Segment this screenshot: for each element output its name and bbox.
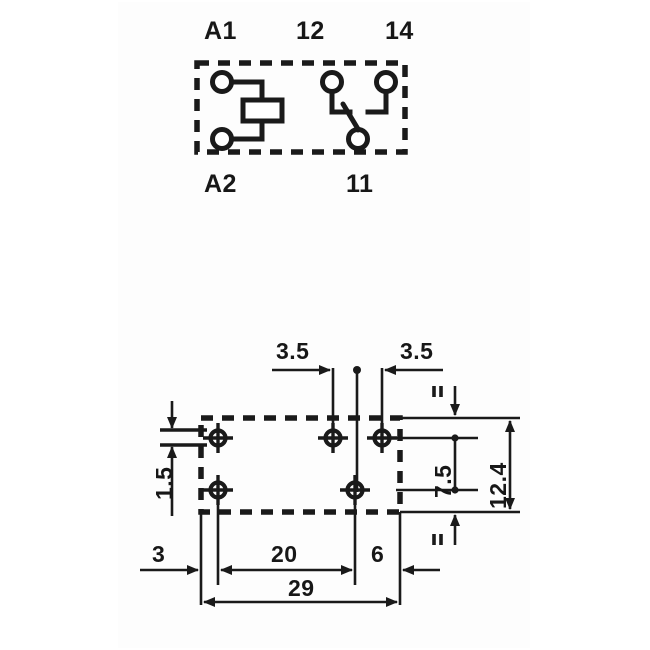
symmetry-mark	[432, 386, 443, 397]
coil-symbol	[210, 70, 285, 151]
dim-label-span-middle: 20	[271, 541, 298, 567]
dim-label-offset-left: 3	[152, 541, 166, 567]
terminal-a2-circle	[210, 127, 234, 151]
dim-label-overall-height: 12.4	[485, 462, 511, 509]
dim-label-pitch-left: 3.5	[276, 338, 310, 364]
pin-hole	[203, 423, 233, 453]
schematic-label-a2: A2	[204, 170, 237, 198]
terminal-a1-circle	[210, 70, 234, 94]
dim-label-overall-width: 29	[288, 575, 315, 601]
symmetry-mark	[432, 534, 443, 545]
contact-12-lead	[329, 89, 353, 115]
dim-label-pitch-right: 3.5	[400, 338, 434, 364]
changeover-contact-symbol	[320, 70, 398, 151]
schematic-label-14: 14	[385, 17, 414, 45]
dimension-rows-7_5	[396, 434, 478, 494]
contact-14-lead	[365, 89, 389, 115]
dimension-pitch-3_5	[272, 365, 443, 492]
terminal-14-circle	[374, 70, 398, 94]
dimension-edge-1_5	[160, 401, 207, 516]
coil-wire-top	[229, 79, 265, 104]
dim-label-span-right: 6	[371, 541, 385, 567]
dim-label-edge-offset-top: 1.5	[151, 466, 177, 500]
coil-body-rect	[240, 97, 285, 124]
schematic-group	[194, 60, 408, 155]
schematic-label-a1: A1	[204, 17, 237, 45]
schematic-dashed-outline	[194, 60, 408, 155]
dimension-overall-12_4	[400, 386, 520, 545]
terminal-12-circle	[320, 70, 344, 94]
contact-blade	[340, 101, 361, 132]
dimension-bottom-chain	[140, 500, 440, 607]
footprint-group	[140, 365, 520, 607]
coil-wire-bottom	[229, 118, 265, 142]
schematic-label-11: 11	[346, 170, 374, 198]
dim-label-row-spacing: 7.5	[430, 464, 456, 498]
schematic-label-12: 12	[296, 17, 325, 45]
